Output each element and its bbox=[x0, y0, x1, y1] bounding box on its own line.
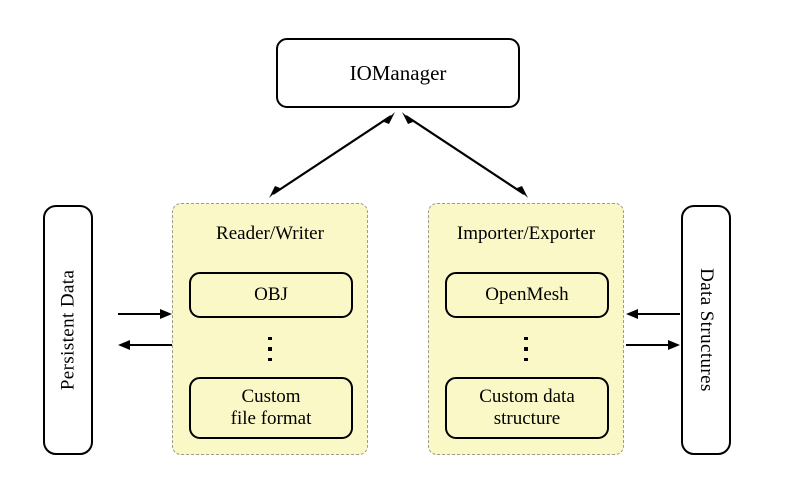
node-persistent-data: Persistent Data bbox=[43, 205, 93, 455]
connector-group-left bbox=[118, 309, 172, 350]
node-data-structures: Data Structures bbox=[681, 205, 731, 455]
node-persistent-data-label: Persistent Data bbox=[57, 269, 79, 391]
node-custom-file-format-line2: file format bbox=[230, 408, 312, 429]
node-openmesh-label: OpenMesh bbox=[485, 283, 569, 305]
group-reader-writer: Reader/Writer OBJ Custom file format bbox=[172, 203, 368, 455]
node-obj: OBJ bbox=[189, 272, 353, 318]
node-custom-file-format: Custom file format bbox=[189, 377, 353, 439]
node-custom-data-structure-line1: Custom data bbox=[479, 385, 575, 407]
connector-importerexporter-to-datastructures bbox=[626, 340, 680, 350]
node-iomanager-label: IOManager bbox=[349, 60, 447, 85]
connector-readerwriter-to-persistentdata bbox=[118, 340, 172, 350]
vertical-ellipsis-icon bbox=[429, 329, 623, 369]
node-custom-file-format-label: Custom file format bbox=[231, 386, 312, 431]
node-custom-file-format-line1: Custom bbox=[241, 385, 301, 407]
node-custom-data-structure-label: Custom data structure bbox=[479, 386, 575, 431]
node-custom-data-structure: Custom data structure bbox=[445, 377, 609, 439]
connector-group-right bbox=[626, 309, 680, 350]
connector-persistentdata-to-readerwriter bbox=[118, 309, 172, 319]
connector-iomanager-importerexporter bbox=[402, 112, 528, 198]
node-openmesh: OpenMesh bbox=[445, 272, 609, 318]
connector-datastructures-to-importerexporter bbox=[626, 309, 680, 319]
connector-iomanager-readerwriter bbox=[269, 112, 395, 198]
vertical-ellipsis-icon bbox=[173, 329, 367, 369]
group-importer-exporter-title: Importer/Exporter bbox=[456, 223, 596, 244]
node-obj-label: OBJ bbox=[254, 283, 288, 305]
group-reader-writer-title: Reader/Writer bbox=[216, 223, 324, 244]
node-iomanager: IOManager bbox=[276, 38, 520, 108]
node-data-structures-label: Data Structures bbox=[695, 268, 717, 392]
group-importer-exporter: Importer/Exporter OpenMesh Custom data s… bbox=[428, 203, 624, 455]
node-custom-data-structure-line2: structure bbox=[493, 408, 561, 429]
